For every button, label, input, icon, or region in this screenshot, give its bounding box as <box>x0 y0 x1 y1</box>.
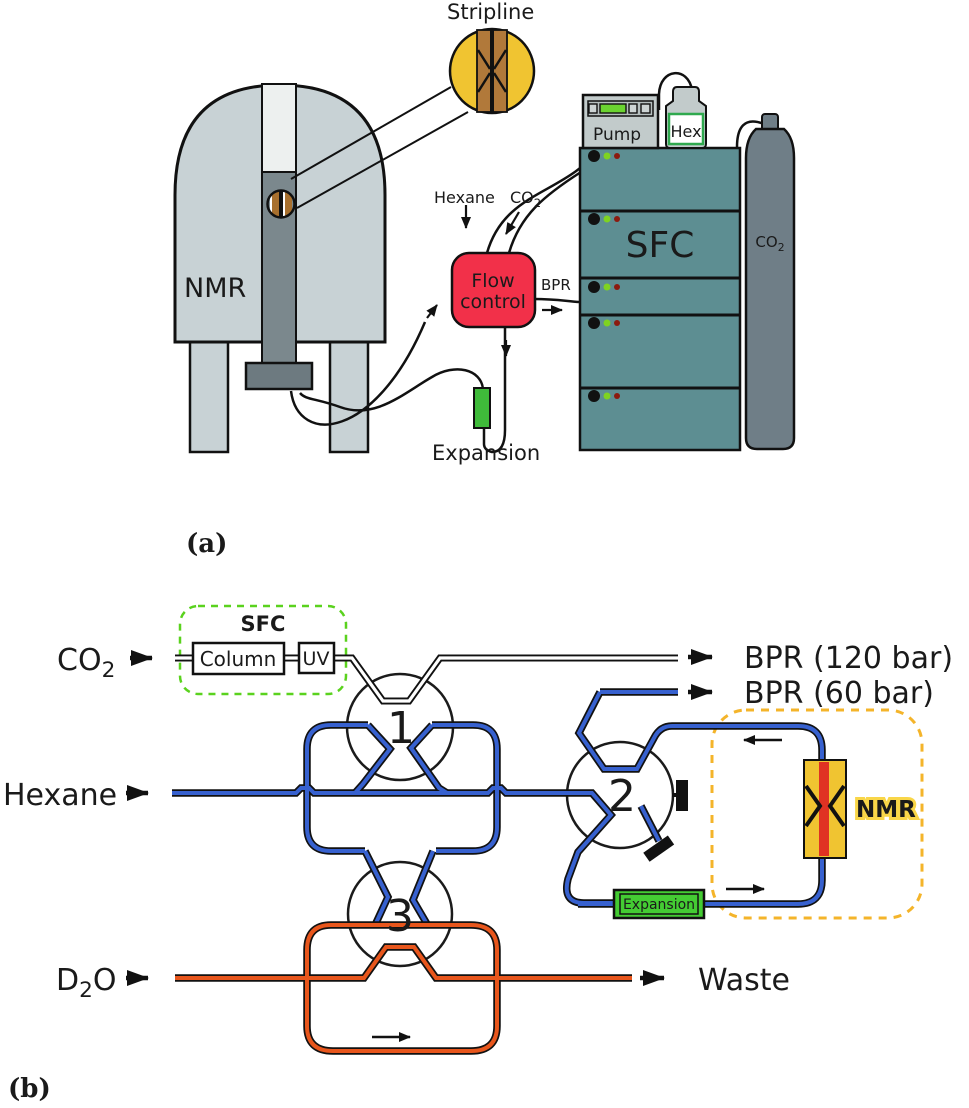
stripline-label: Stripline <box>447 0 534 24</box>
pump-display <box>599 103 627 114</box>
sfc-dashed-box <box>178 604 348 696</box>
callout-line-lower <box>296 111 469 209</box>
magnet-bore-top <box>261 83 297 173</box>
flow-arrows-panel-b <box>372 735 782 1042</box>
panel-a: NMR Stripline <box>173 0 796 559</box>
valve-2-number: 2 <box>608 771 636 822</box>
pump-button-3 <box>640 103 651 114</box>
flow-arrows-panel-a <box>426 205 563 357</box>
bpr-line-label: BPR <box>541 276 571 294</box>
sfc-module-separators <box>580 209 740 390</box>
valve-3-number: 3 <box>386 891 414 942</box>
probe-base-bar <box>244 361 314 391</box>
tube-probe-to-flowcontrol <box>289 321 427 426</box>
uv-label: UV <box>303 648 330 670</box>
stripline-chip-mini <box>270 190 292 218</box>
tube-cylinder-to-sfc <box>735 120 765 148</box>
sfc-stack: SFC <box>578 146 742 452</box>
flow-control-line1: Flow <box>471 270 514 292</box>
stripline-inset: Stripline <box>447 0 536 115</box>
bottle-label-box <box>667 112 705 146</box>
expansion-box-b: Expansion <box>612 888 706 920</box>
tube-flowcontrol-to-sfc-bpr <box>533 297 580 304</box>
tube-sfc-to-flowcontrol <box>507 170 582 254</box>
hexane-bottle: Hex <box>665 86 707 149</box>
nmr-label: NMR <box>184 273 246 304</box>
stripline-constriction-b <box>804 784 846 828</box>
bpr60-label: BPR (60 bar) <box>744 676 934 711</box>
co2-down-arrow <box>505 211 520 235</box>
nmr-magnet: NMR <box>173 83 387 454</box>
d2o-label: D2O <box>56 963 116 1003</box>
pump-button-1 <box>588 103 598 114</box>
stripline-channel <box>490 30 494 112</box>
pump: Pump <box>581 93 660 150</box>
expansion-device <box>473 387 491 429</box>
stripline-position-circle <box>266 189 296 219</box>
expansion-label: Expansion <box>432 441 540 465</box>
stripline-red-channel <box>819 762 829 856</box>
io-arrows <box>126 649 713 986</box>
pump-button-2 <box>628 103 638 114</box>
callout-line-upper <box>290 86 452 180</box>
blue-tubes <box>170 690 824 926</box>
flow-control: Flow control <box>450 251 537 329</box>
co2-line-label: CO2 <box>510 188 541 210</box>
hexane-b-label: Hexane <box>3 778 117 813</box>
caption-b: (b) <box>8 1074 51 1104</box>
co2-cylinder: CO2 <box>744 113 796 451</box>
caption-a: (a) <box>186 529 227 559</box>
valve-2-plug-right <box>676 780 688 811</box>
nmr-stripline-device <box>803 759 847 859</box>
panel-b: Column UV SFC NMR Expansion <box>3 604 953 1104</box>
orange-tube-outlines <box>175 925 632 1051</box>
expansion-b-inner <box>619 893 699 915</box>
column-label: Column <box>200 647 277 671</box>
expansion-b-label: Expansion <box>623 897 695 913</box>
tube-expansion-to-probe <box>299 368 485 412</box>
sfc-box-label: SFC <box>241 612 286 636</box>
uv-box <box>297 641 336 675</box>
valve-2-plug-diagonal <box>643 835 675 862</box>
flow-control-box <box>450 251 537 329</box>
nmr-b-label: NMR <box>856 797 916 823</box>
waste-label: Waste <box>698 963 790 998</box>
valve-3-circle <box>346 860 454 968</box>
cylinder-co2-label: CO2 <box>755 233 784 254</box>
sfc-cabinet <box>578 146 742 452</box>
cylinder-body <box>744 127 796 451</box>
pump-label: Pump <box>593 125 641 145</box>
magnet-leg-left <box>188 340 230 454</box>
hexane-line-label: Hexane <box>434 188 495 207</box>
valve-1-number: 1 <box>387 703 415 754</box>
co2-b-label: CO2 <box>57 643 115 683</box>
bpr120-label: BPR (120 bar) <box>744 641 953 676</box>
sfc-label: SFC <box>626 225 695 266</box>
column-box <box>191 641 286 676</box>
hex-label: Hex <box>670 122 701 141</box>
sfc-leds <box>588 150 620 402</box>
probe-up-arrow <box>426 304 438 319</box>
flow-control-line2: control <box>460 291 526 313</box>
tube-flowcontrol-to-expansion <box>482 328 507 454</box>
stripline-constriction <box>476 49 508 93</box>
magnet-leg-right <box>328 340 370 454</box>
